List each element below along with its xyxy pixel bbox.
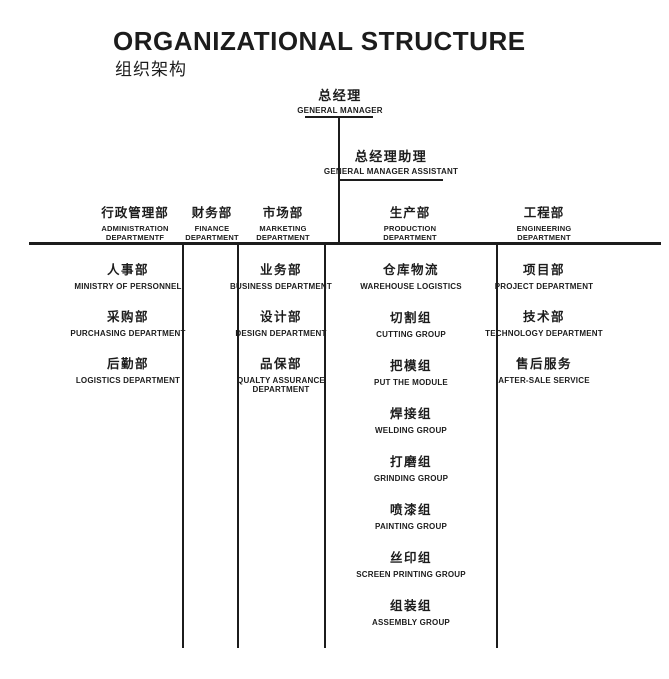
node-label-zh: 喷漆组 xyxy=(389,503,432,517)
org-node: 设计部 DESIGN DEPARTMENT xyxy=(235,309,326,338)
dept-label-en: FINANCE DEPARTMENT xyxy=(185,224,239,242)
node-label-en: PUT THE MODULE xyxy=(374,378,448,387)
org-node: 人事部 MINISTRY OF PERSONNEL xyxy=(74,262,181,291)
main-branch-connector xyxy=(29,242,661,245)
node-label-zh: 总经理 xyxy=(318,88,362,103)
dept-label-zh: 生产部 xyxy=(389,206,431,220)
node-label-en: WAREHOUSE LOGISTICS xyxy=(360,282,462,291)
column-divider xyxy=(237,245,239,648)
node-label-en: GRINDING GROUP xyxy=(373,474,449,483)
dept-label-en: PRODUCTION DEPARTMENT xyxy=(383,224,437,242)
node-label-en: QUALTY ASSURANCE DEPARTMENT xyxy=(237,376,325,394)
node-label-en: PURCHASING DEPARTMENT xyxy=(70,329,186,338)
node-label-en: GENERAL MANAGER ASSISTANT xyxy=(323,167,459,176)
node-label-en: DESIGN DEPARTMENT xyxy=(235,329,327,338)
column-divider xyxy=(496,245,498,648)
page-subtitle: 组织架构 xyxy=(115,60,187,79)
org-node: 技术部 TECHNOLOGY DEPARTMENT xyxy=(485,309,603,338)
node-label-en: SCREEN PRINTING GROUP xyxy=(356,570,466,579)
org-node: 把模组 PUT THE MODULE xyxy=(374,358,448,387)
column-divider xyxy=(324,245,326,648)
column-production: 仓库物流 WAREHOUSE LOGISTICS 切割组 CUTTING GRO… xyxy=(327,262,495,646)
node-label-zh: 采购部 xyxy=(106,310,149,324)
node-label-zh: 焊接组 xyxy=(389,407,432,421)
node-label-en: TECHNOLOGY DEPARTMENT xyxy=(485,329,603,338)
column-engineering: 项目部 PROJECT DEPARTMENT 技术部 TECHNOLOGY DE… xyxy=(460,262,628,403)
column-divider xyxy=(182,245,184,648)
org-node: 打磨组 GRINDING GROUP xyxy=(374,454,448,483)
node-label-zh: 丝印组 xyxy=(389,551,432,565)
dept-label-en: ADMINISTRATION DEPARTMENTF xyxy=(101,224,169,242)
node-label-zh: 项目部 xyxy=(522,263,565,277)
node-label-zh: 人事部 xyxy=(106,263,149,277)
node-label-en: ASSEMBLY GROUP xyxy=(372,618,450,627)
org-node: 品保部 QUALTY ASSURANCE DEPARTMENT xyxy=(222,356,340,394)
org-node: 组装组 ASSEMBLY GROUP xyxy=(372,598,450,627)
node-label-zh: 业务部 xyxy=(259,263,302,277)
dept-label-en: ENGINEERING DEPARTMENT xyxy=(516,224,572,242)
org-node: 项目部 PROJECT DEPARTMENT xyxy=(495,262,594,291)
dept-marketing: 市场部 MARKETING DEPARTMENT xyxy=(241,206,325,242)
dept-label-en: MARKETING DEPARTMENT xyxy=(256,224,310,242)
dept-finance: 财务部 FINANCE DEPARTMENT xyxy=(170,206,254,242)
node-label-zh: 切割组 xyxy=(389,311,432,325)
dept-production: 生产部 PRODUCTION DEPARTMENT xyxy=(368,206,452,242)
dept-engineering: 工程部 ENGINEERING DEPARTMENT xyxy=(502,206,586,242)
page-title: ORGANIZATIONAL STRUCTURE xyxy=(113,26,526,56)
assistant-underline-connector xyxy=(338,179,443,181)
org-node: 仓库物流 WAREHOUSE LOGISTICS xyxy=(360,262,462,291)
dept-label-zh: 工程部 xyxy=(523,206,565,220)
node-label-zh: 技术部 xyxy=(522,310,565,324)
node-general-manager: 总经理 GENERAL MANAGER xyxy=(297,88,383,116)
node-label-zh: 售后服务 xyxy=(515,357,572,371)
org-node: 售后服务 AFTER-SALE SERVICE xyxy=(498,356,589,385)
dept-administration: 行政管理部 ADMINISTRATION DEPARTMENTF xyxy=(93,206,177,242)
node-label-en: AFTER-SALE SERVICE xyxy=(498,376,590,385)
org-node: 后勤部 LOGISTICS DEPARTMENT xyxy=(76,356,180,385)
node-label-zh: 把模组 xyxy=(389,359,432,373)
node-label-en: WELDING GROUP xyxy=(375,426,447,435)
node-label-en: CUTTING GROUP xyxy=(376,330,446,339)
org-node: 切割组 CUTTING GROUP xyxy=(376,310,446,339)
node-label-zh: 打磨组 xyxy=(389,455,432,469)
node-label-zh: 仓库物流 xyxy=(382,263,439,277)
column-administration: 人事部 MINISTRY OF PERSONNEL 采购部 PURCHASING… xyxy=(49,262,207,403)
node-label-en: BUSINESS DEPARTMENT xyxy=(230,282,332,291)
node-general-manager-assistant: 总经理助理 GENERAL MANAGER ASSISTANT xyxy=(324,149,458,177)
dept-label-zh: 财务部 xyxy=(191,206,233,220)
node-label-zh: 设计部 xyxy=(259,310,302,324)
node-label-en: GENERAL MANAGER xyxy=(297,106,383,115)
org-node: 采购部 PURCHASING DEPARTMENT xyxy=(70,309,185,338)
org-node: 喷漆组 PAINTING GROUP xyxy=(375,502,447,531)
node-label-en: PROJECT DEPARTMENT xyxy=(494,282,594,291)
dept-label-zh: 行政管理部 xyxy=(101,206,169,220)
dept-label-zh: 市场部 xyxy=(262,206,304,220)
node-label-zh: 品保部 xyxy=(259,357,302,371)
node-label-en: PAINTING GROUP xyxy=(375,522,447,531)
org-node: 丝印组 SCREEN PRINTING GROUP xyxy=(356,550,466,579)
node-label-en: MINISTRY OF PERSONNEL xyxy=(74,282,182,291)
node-label-en: LOGISTICS DEPARTMENT xyxy=(75,376,181,385)
node-label-zh: 总经理助理 xyxy=(354,149,428,164)
column-marketing: 业务部 BUSINESS DEPARTMENT 设计部 DESIGN DEPAR… xyxy=(222,262,340,412)
node-label-zh: 组装组 xyxy=(389,599,432,613)
org-node: 业务部 BUSINESS DEPARTMENT xyxy=(230,262,332,291)
org-node: 焊接组 WELDING GROUP xyxy=(375,406,447,435)
node-label-zh: 后勤部 xyxy=(106,357,149,371)
